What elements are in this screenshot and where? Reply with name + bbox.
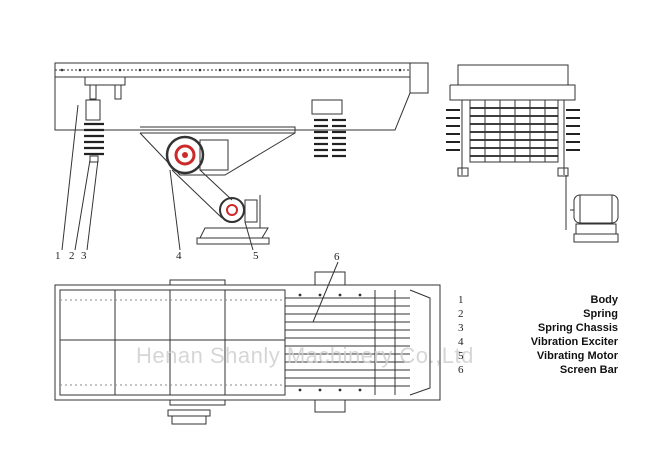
callout-2: 2 [69,250,75,262]
legend-name-4: Vibration Exciter [530,336,618,348]
side-view [54,62,429,251]
legend-num-2: 2 [458,308,464,320]
legend-name-2: Spring [583,308,618,320]
callout-1: 1 [55,250,61,262]
end-view [446,64,619,243]
callout-3: 3 [81,250,87,262]
plan-view [54,261,441,425]
legend-num-6: 6 [458,364,464,376]
legend-num-3: 3 [458,322,464,334]
callout-5: 5 [253,250,259,262]
legend-name-5: Vibrating Motor [536,350,618,362]
legend-num-4: 4 [458,336,464,348]
legend-num-5: 5 [458,350,464,362]
legend-name-3: Spring Chassis [537,322,618,334]
watermark-text: Henan Shanly Machinery Co.,Ltd [136,343,474,368]
legend-num-1: 1 [458,294,464,306]
legend-name-1: Body [590,294,619,306]
callout-4: 4 [176,250,182,262]
callout-6: 6 [334,251,340,263]
legend-name-6: Screen Bar [559,364,618,376]
